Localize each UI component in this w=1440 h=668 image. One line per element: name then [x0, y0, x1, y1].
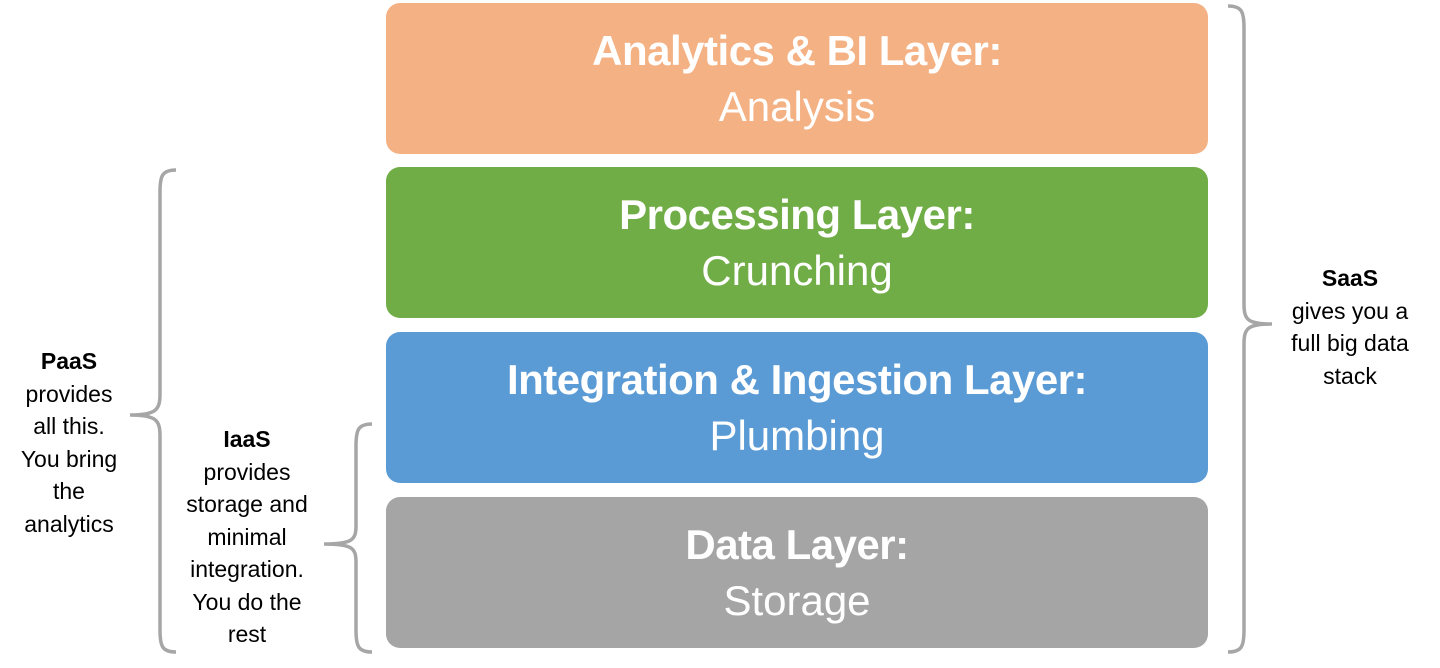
layer-analytics-bi: Analytics & BI Layer: Analysis	[386, 3, 1208, 154]
saas-note: SaaS gives you a full big data stack	[1270, 262, 1430, 392]
saas-line: gives you a	[1291, 297, 1409, 324]
paas-note: PaaS provides all this. You bring the an…	[8, 345, 130, 540]
iaas-line: provides	[203, 458, 291, 485]
saas-heading: SaaS	[1321, 265, 1379, 291]
iaas-brace-icon	[323, 422, 373, 654]
layer-title: Integration & Ingestion Layer:	[506, 356, 1088, 403]
iaas-line: rest	[227, 621, 267, 647]
layer-subtitle: Analysis	[718, 83, 876, 130]
paas-line: the	[53, 478, 85, 504]
iaas-line: integration.	[190, 556, 304, 582]
layer-processing: Processing Layer: Crunching	[386, 167, 1208, 318]
layer-subtitle: Storage	[723, 577, 871, 624]
paas-brace-icon	[129, 168, 177, 654]
paas-line: provides	[25, 380, 113, 407]
iaas-line: minimal	[207, 523, 287, 550]
layer-data: Data Layer: Storage	[386, 497, 1208, 648]
paas-line: You bring	[20, 445, 118, 472]
layer-subtitle: Crunching	[701, 247, 893, 294]
iaas-line: You do the	[192, 588, 302, 615]
layer-title: Processing Layer:	[619, 191, 975, 238]
saas-brace-icon	[1227, 4, 1273, 654]
paas-line: all this.	[33, 413, 105, 439]
layer-subtitle: Plumbing	[709, 412, 885, 459]
saas-line: stack	[1323, 362, 1377, 389]
layer-title: Data Layer:	[685, 521, 909, 568]
paas-line: analytics	[24, 510, 114, 537]
layer-integration-ingestion: Integration & Ingestion Layer: Plumbing	[386, 332, 1208, 483]
iaas-heading: IaaS	[223, 426, 271, 452]
paas-heading: PaaS	[40, 348, 98, 374]
iaas-note: IaaS provides storage and minimal integr…	[172, 423, 322, 651]
layer-title: Analytics & BI Layer:	[592, 27, 1002, 74]
iaas-line: storage and	[186, 491, 308, 517]
saas-line: full big data	[1291, 330, 1409, 356]
